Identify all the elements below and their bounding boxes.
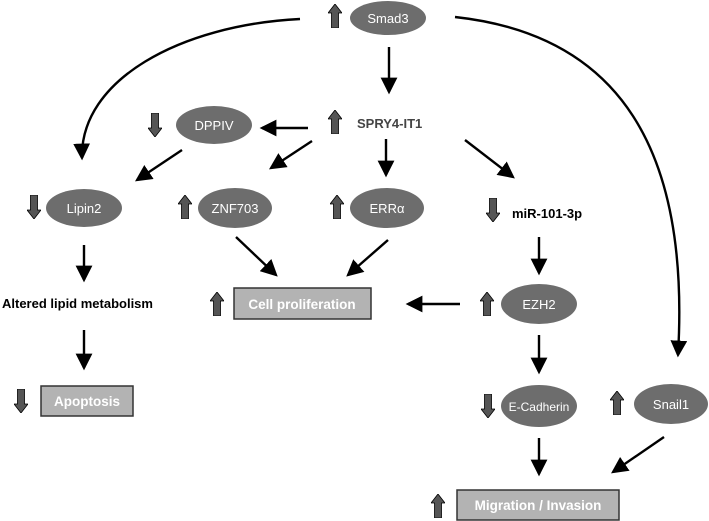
altered-lipid-label: Altered lipid metabolism [2, 296, 153, 311]
node-spry4-it1: SPRY4-IT1 [328, 110, 422, 134]
lipin2-label: Lipin2 [67, 201, 102, 216]
edge-smad3-snail1 [454, 15, 688, 358]
znf703-ellipse [198, 188, 272, 228]
mir-101-3p-label: miR-101-3p [512, 206, 582, 221]
edge-smad3-lipin2 [73, 17, 301, 161]
node-snail1: Snail1 [610, 384, 708, 424]
edge-znf703-cell-proliferation [235, 236, 278, 277]
znf703-label: ZNF703 [212, 201, 259, 216]
edges [73, 15, 688, 477]
outcome-cell-proliferation: Cell proliferation [210, 287, 372, 320]
smad3-ellipse [350, 1, 426, 35]
migration-invasion-label: Migration / Invasion [475, 498, 602, 513]
erra-label: ERRα [370, 201, 405, 216]
cell-proliferation-label: Cell proliferation [248, 297, 355, 312]
snail1-label: Snail1 [653, 397, 689, 412]
up-arrow-icon [178, 195, 192, 219]
edge-erra-cell-proliferation [346, 239, 389, 277]
erra-ellipse [350, 188, 424, 228]
cell-proliferation-box [233, 287, 372, 320]
smad3-label: Smad3 [367, 11, 408, 26]
e-cadherin-ellipse [501, 385, 577, 427]
apoptosis-label: Apoptosis [54, 394, 120, 409]
ezh2-label: EZH2 [522, 297, 555, 312]
edge-spry4-it1-mir-101-3p [464, 139, 515, 179]
up-arrow-icon [480, 292, 494, 316]
edge-spry4-it1-znf703 [268, 139, 313, 170]
e-cadherin-label: E-Cadherin [509, 400, 570, 414]
node-mir-101-3p: miR-101-3p [486, 198, 582, 222]
node-smad3: Smad3 [328, 1, 426, 35]
dppiv-label: DPPIV [194, 118, 233, 133]
outcome-apoptosis: Apoptosis [14, 385, 134, 417]
up-arrow-icon [328, 110, 342, 134]
down-arrow-icon [27, 195, 41, 219]
apoptosis-box [40, 385, 134, 417]
node-e-cadherin: E-Cadherin [481, 385, 577, 427]
edge-dppiv-lipin2 [135, 149, 183, 182]
ezh2-ellipse [501, 284, 577, 324]
dppiv-ellipse [176, 106, 252, 144]
up-arrow-icon [330, 195, 344, 219]
down-arrow-icon [148, 113, 162, 137]
down-arrow-icon [486, 198, 500, 222]
node-ezh2: EZH2 [480, 284, 577, 324]
node-erra: ERRα [330, 188, 424, 228]
up-arrow-icon [431, 494, 445, 518]
spry4-it1-label: SPRY4-IT1 [357, 116, 422, 131]
node-lipin2: Lipin2 [27, 189, 122, 227]
node-znf703: ZNF703 [178, 188, 272, 228]
up-arrow-icon [328, 4, 342, 28]
node-dppiv: DPPIV [148, 106, 252, 144]
lipin2-ellipse [46, 189, 122, 227]
migration-invasion-box [456, 489, 620, 521]
snail1-ellipse [634, 384, 708, 424]
up-arrow-icon [610, 391, 624, 415]
outcome-migration-invasion: Migration / Invasion [431, 489, 620, 521]
node-altered-lipid: Altered lipid metabolism [2, 296, 153, 311]
up-arrow-icon [210, 292, 224, 316]
down-arrow-icon [14, 389, 28, 413]
down-arrow-icon [481, 394, 495, 418]
edge-snail1-migration-invasion [611, 436, 665, 474]
